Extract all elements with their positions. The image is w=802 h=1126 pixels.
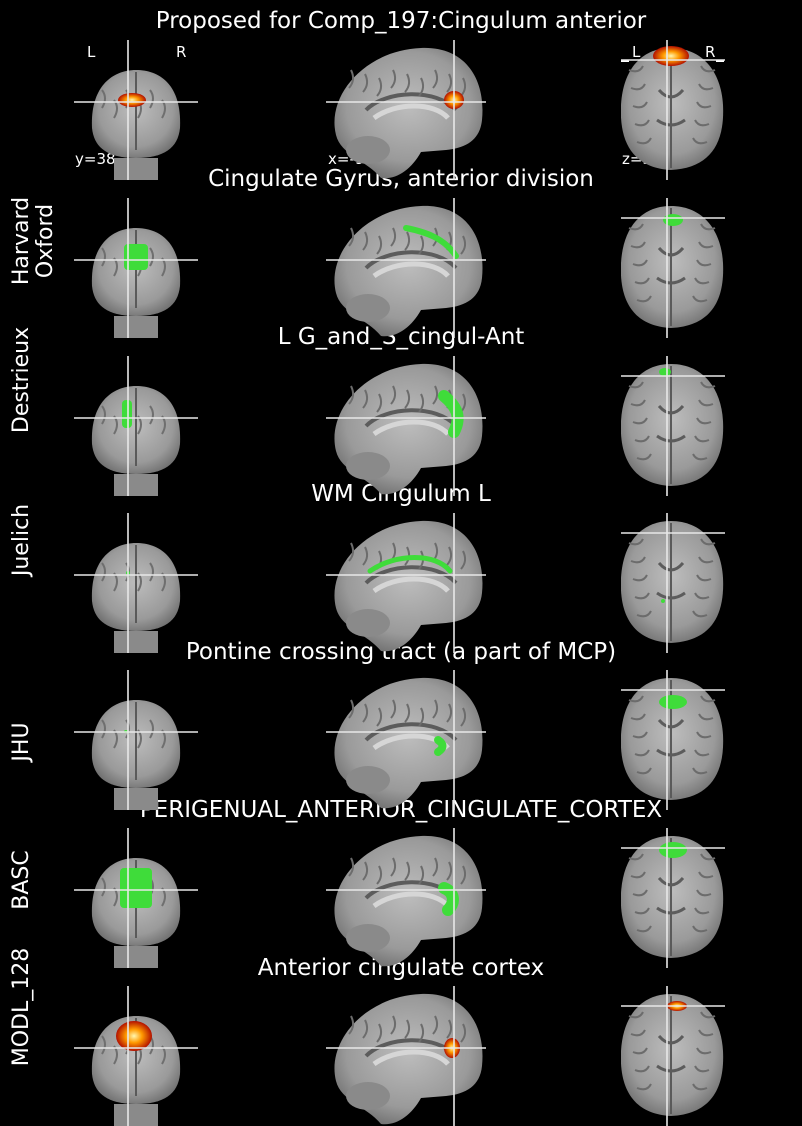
coord-y-label: y=38	[75, 150, 116, 168]
activation-blob	[116, 1021, 152, 1051]
sagittal-panel-jhu	[326, 670, 486, 810]
atlas-region-overlay	[122, 400, 132, 428]
coronal-panel-jhu	[74, 670, 198, 810]
coronal-slice	[91, 386, 181, 496]
atlas-region-overlay	[659, 842, 687, 858]
atlas-region-overlay	[124, 244, 148, 270]
sagittal-panel-component	[326, 40, 486, 180]
coronal-slice	[91, 1016, 181, 1126]
coronal-slice	[91, 700, 181, 810]
coronal-slice	[91, 543, 181, 653]
axial-panel-destrieux	[621, 356, 725, 496]
coronal-panel-modl	[74, 986, 198, 1126]
atlas-label-juelich: Juelich	[9, 503, 34, 577]
atlas-label-modl: MODL_128	[9, 947, 34, 1067]
axial-slice	[621, 364, 724, 486]
coronal-panel-basc	[74, 828, 198, 968]
right-marker-axial: R	[705, 43, 716, 61]
atlas-region-overlay	[434, 736, 447, 756]
sagittal-slice	[334, 677, 483, 809]
main-title: Proposed for Comp_197:Cingulum anterior	[155, 8, 647, 34]
coronal-panel-harvard-oxford	[74, 198, 198, 338]
axial-slice	[621, 206, 724, 328]
sagittal-panel-juelich	[326, 513, 486, 653]
axial-slice	[621, 521, 724, 643]
atlas-region-overlay	[663, 214, 683, 226]
coronal-slice	[91, 228, 181, 338]
axial-right-tick	[716, 60, 724, 62]
atlas-region-overlay	[438, 390, 464, 438]
atlas-label-destrieux: Destrieux	[9, 326, 34, 434]
axial-panel-modl	[621, 986, 725, 1126]
atlas-region-overlay	[367, 555, 453, 574]
sagittal-slice	[334, 205, 483, 337]
coronal-slice	[91, 858, 181, 968]
sagittal-slice	[334, 363, 483, 495]
atlas-label-jhu: JHU	[9, 722, 34, 762]
sagittal-panel-basc	[326, 828, 486, 968]
axial-panel-jhu	[621, 670, 725, 810]
axial-panel-harvard-oxford	[621, 198, 725, 338]
sagittal-slice	[334, 47, 483, 179]
axial-slice	[621, 994, 724, 1116]
coronal-panel-destrieux	[74, 356, 198, 496]
atlas-region-overlay	[659, 368, 671, 376]
coronal-panel-juelich	[74, 513, 198, 653]
coronal-slice	[91, 70, 181, 180]
atlas-region-overlay	[661, 599, 665, 603]
right-marker-coronal: R	[176, 43, 187, 61]
axial-panel-component	[621, 40, 725, 180]
coronal-panel-component	[74, 40, 198, 180]
axial-slice	[621, 836, 724, 958]
axial-left-tick	[621, 60, 629, 62]
left-marker-axial: L	[632, 43, 641, 61]
atlas-label-basc: BASC	[9, 850, 34, 910]
activation-blob	[653, 46, 689, 66]
left-marker-coronal: L	[87, 43, 96, 61]
atlas-region-overlay	[403, 225, 459, 259]
axial-slice	[621, 678, 724, 800]
axial-panel-basc	[621, 828, 725, 968]
sagittal-panel-modl	[326, 986, 486, 1126]
atlas-region-overlay	[659, 695, 687, 709]
sagittal-slice	[334, 835, 483, 967]
sagittal-panel-harvard-oxford	[326, 198, 486, 338]
sagittal-panel-destrieux	[326, 356, 486, 496]
atlas-region-overlay	[120, 868, 152, 908]
sagittal-slice	[334, 993, 483, 1125]
axial-panel-juelich	[621, 513, 725, 653]
atlas-region-overlay	[438, 882, 459, 916]
axial-slice	[621, 46, 724, 170]
sagittal-slice	[334, 520, 483, 652]
activation-blob	[118, 93, 146, 107]
